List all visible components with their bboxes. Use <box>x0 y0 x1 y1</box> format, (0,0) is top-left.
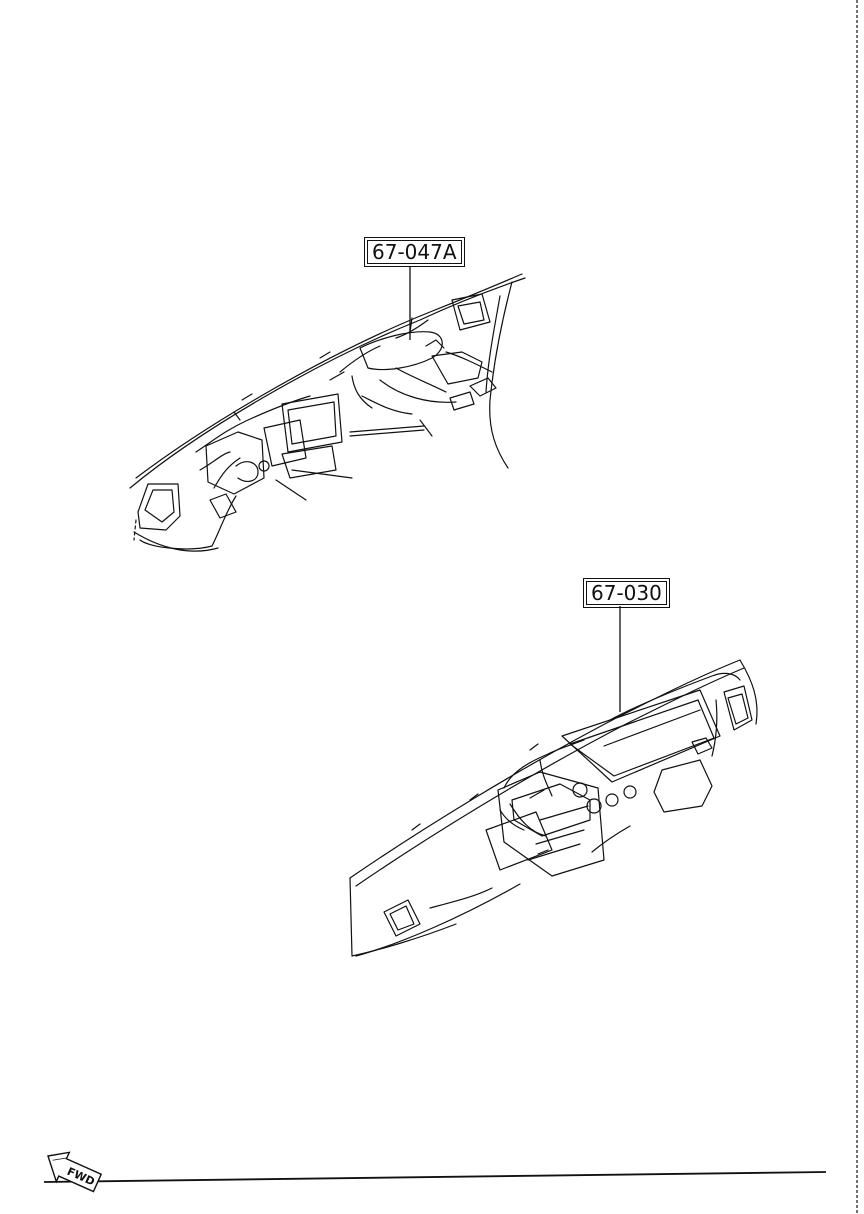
part-callout-67-047a[interactable]: 67-047A <box>364 237 465 267</box>
bottom-rule <box>43 1171 827 1183</box>
forward-arrow-icon: FWD <box>47 1151 103 1193</box>
part-callout-67-030[interactable]: 67-030 <box>583 578 670 608</box>
upper-dashboard-harness-drawing <box>129 273 526 552</box>
lower-instrument-panel-drawing <box>349 659 758 957</box>
